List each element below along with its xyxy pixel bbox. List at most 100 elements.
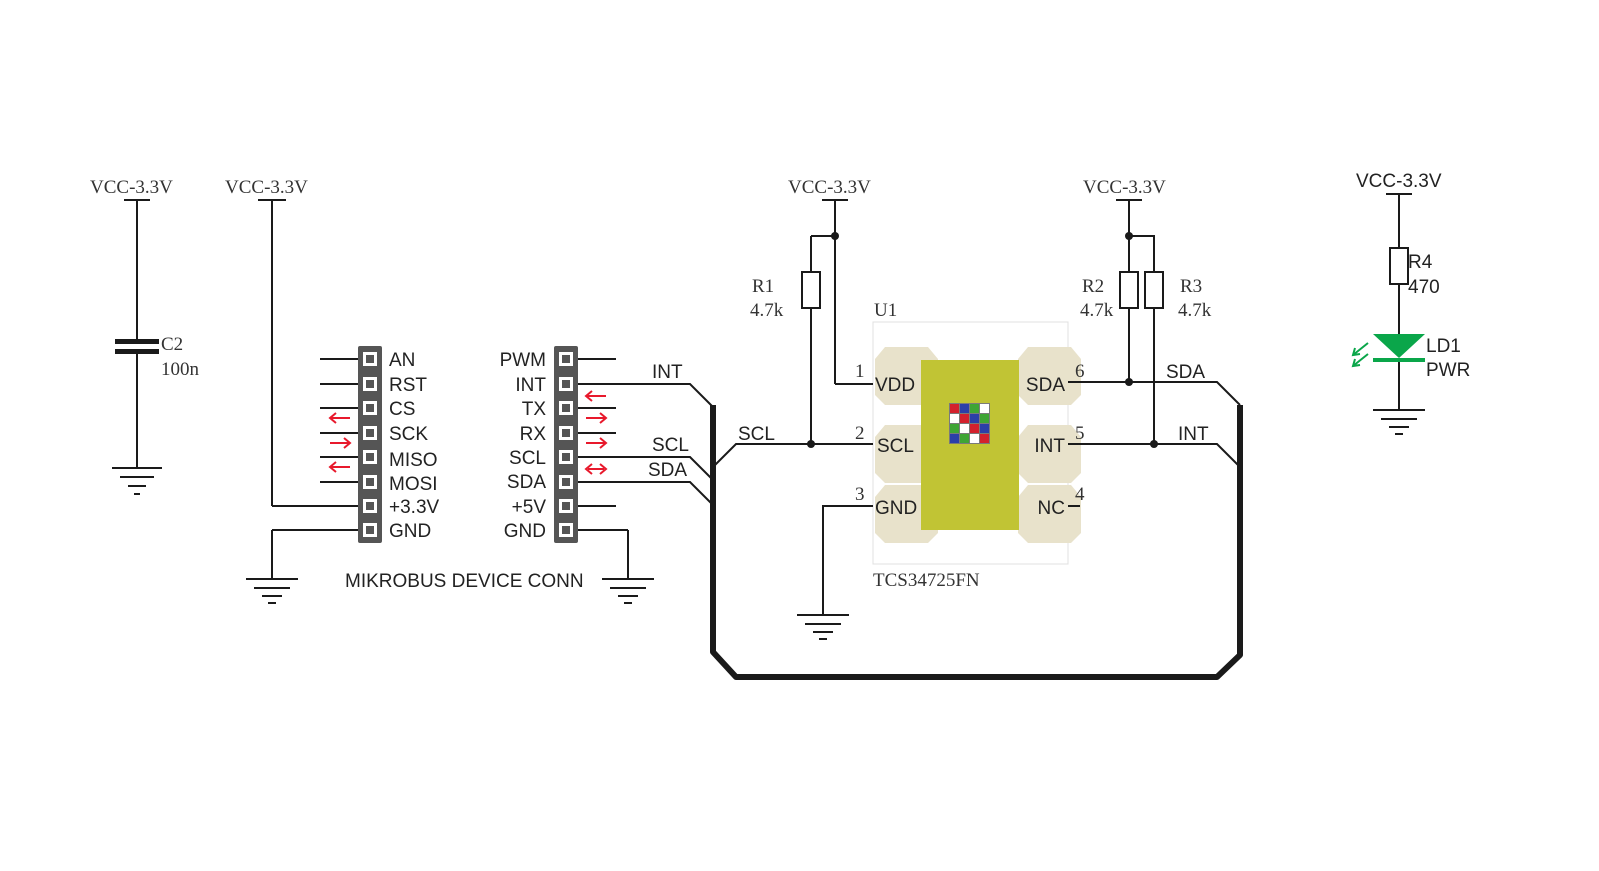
net-label-sda-chip: SDA (1166, 362, 1205, 383)
ground-symbol-icon (602, 578, 654, 604)
resistor-r1 (801, 271, 821, 309)
pin-label-rst: RST (389, 375, 427, 396)
mikrobus-supply-wire: VCC-3.3V (225, 177, 360, 604)
header-pins (363, 352, 573, 537)
pin-label-3v3: +3.3V (389, 497, 440, 518)
pin-label-gnd-left: GND (389, 521, 431, 542)
led-value: PWR (1426, 360, 1470, 381)
rgb-cell (970, 404, 979, 413)
rgb-cell (980, 434, 989, 443)
header-left (358, 346, 382, 543)
capacitor-value: 100n (161, 359, 200, 380)
pin-label-mosi: MOSI (389, 474, 438, 495)
resistor-r2-ref: R2 (1082, 276, 1104, 297)
chip-pin-sda: SDA (1026, 375, 1065, 396)
resistor-r4-ref: R4 (1408, 252, 1433, 273)
capacitor-ref: C2 (161, 334, 183, 355)
rgb-cell (960, 424, 969, 433)
pin-label-pwm: PWM (500, 350, 546, 371)
chip-pin-num-2: 2 (855, 423, 865, 444)
chip-pin-num-3: 3 (855, 484, 865, 505)
chip-ref: U1 (874, 300, 897, 321)
header-pin-center (366, 526, 374, 534)
direction-arrow-icon (586, 412, 608, 424)
rgb-cell (950, 434, 959, 443)
rgb-cell (950, 414, 959, 423)
capacitor-c2-plate-bottom (115, 349, 159, 354)
light-emission-icon (1351, 342, 1369, 368)
signal-bus (710, 405, 1243, 680)
header-pin-center (562, 502, 570, 510)
led-ld1 (1373, 334, 1425, 358)
header-pin-center (562, 380, 570, 388)
resistor-r3 (1144, 271, 1164, 309)
ground-symbol-icon (246, 578, 298, 604)
ground-symbol-icon (112, 467, 162, 495)
power-led-block: VCC-3.3V R4 470 LD1 PWR (1351, 171, 1470, 435)
net-label-int-chip: INT (1178, 424, 1209, 445)
resistor-r4-value: 470 (1408, 277, 1440, 298)
header-right (554, 346, 578, 543)
resistor-r4 (1389, 247, 1409, 285)
header-pin-center (366, 355, 374, 363)
header-pin-center (562, 478, 570, 486)
led-cathode-bar (1373, 358, 1425, 362)
rgb-sensor-array-icon (949, 403, 990, 444)
connector-bus-wires: INT SCL SDA (578, 362, 714, 506)
direction-arrow-icon (330, 437, 352, 449)
chip-pin-gnd: GND (875, 498, 917, 519)
header-pin-center (366, 380, 374, 388)
rgb-cell (960, 434, 969, 443)
ground-symbol-icon (1373, 409, 1425, 435)
mikrobus-connector: AN RST CS SCK MISO MOSI +3.3V GND PWM IN… (320, 346, 654, 604)
resistor-r2 (1119, 271, 1139, 309)
chip-pad (1018, 485, 1081, 543)
pin-label-cs: CS (389, 399, 415, 420)
power-label-r1: VCC-3.3V (788, 177, 871, 198)
resistor-r2-value: 4.7k (1080, 300, 1114, 321)
direction-arrow-icon (586, 437, 608, 449)
net-label-sda-conn: SDA (648, 460, 687, 481)
chip-pin-nc: NC (1038, 498, 1065, 519)
resistor-r1-ref: R1 (752, 276, 774, 297)
resistor-r3-value: 4.7k (1178, 300, 1212, 321)
pin-label-tx: TX (522, 399, 547, 420)
direction-arrow-icon (328, 412, 350, 424)
pin-label-5v: +5V (512, 497, 547, 518)
resistor-r3-ref: R3 (1180, 276, 1202, 297)
capacitor-c2-plate-top (115, 339, 159, 344)
chip-pin-num-1: 1 (855, 361, 865, 382)
power-label-r2r3: VCC-3.3V (1083, 177, 1166, 198)
chip-pin-num-6: 6 (1075, 361, 1085, 382)
power-label-c2: VCC-3.3V (90, 177, 173, 198)
chip-body (921, 360, 1019, 530)
header-pin-center (366, 404, 374, 412)
connector-title: MIKROBUS DEVICE CONN (345, 571, 584, 592)
rgb-cell (960, 414, 969, 423)
chip-pin-int: INT (1034, 436, 1065, 457)
direction-arrow-icon (584, 463, 608, 475)
pin-label-sda: SDA (507, 472, 546, 493)
rgb-cell (950, 404, 959, 413)
resistor-r1-value: 4.7k (750, 300, 784, 321)
header-pin-center (562, 404, 570, 412)
rgb-cell (980, 414, 989, 423)
capacitor-c2-block: VCC-3.3V C2 100n (90, 177, 200, 495)
rgb-cell (970, 414, 979, 423)
header-pin-center (562, 453, 570, 461)
header-pin-center (366, 453, 374, 461)
chip-pin-num-5: 5 (1075, 423, 1085, 444)
rgb-cell (950, 424, 959, 433)
direction-arrow-icon (584, 390, 606, 402)
ground-symbol-icon (797, 614, 849, 640)
net-label-scl-chip: SCL (738, 424, 775, 445)
pin-label-rx: RX (520, 424, 547, 445)
header-pin-center (366, 502, 374, 510)
header-pin-center (562, 526, 570, 534)
header-pin-center (562, 355, 570, 363)
header-pin-center (562, 429, 570, 437)
pin-label-scl: SCL (509, 448, 546, 469)
pin-label-gnd-right: GND (504, 521, 546, 542)
rgb-cell (960, 404, 969, 413)
